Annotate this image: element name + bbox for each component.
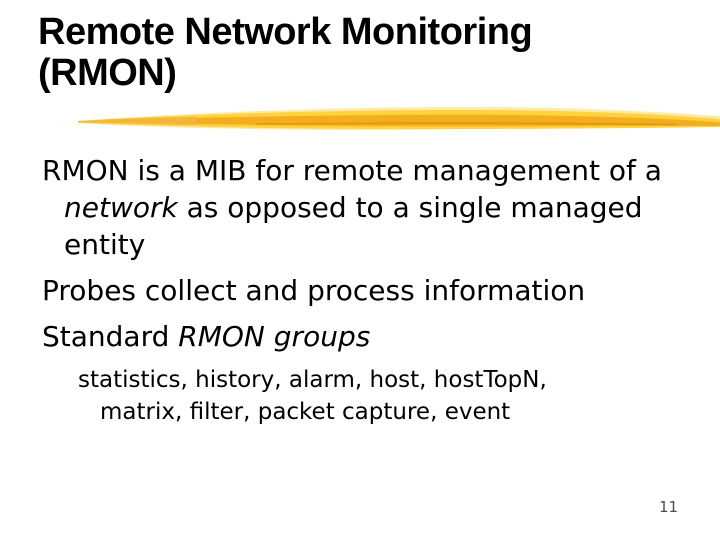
bullet-standard-groups-lead: Standard — [42, 320, 179, 353]
bullet-rmon-definition-line-1: RMON is a MIB for remote management of a — [42, 154, 662, 187]
bullet-standard-groups: Standard RMON groups — [0, 318, 720, 355]
sub-bullet-group-list-line-2: matrix, filter, packet capture, event — [100, 399, 511, 425]
brush-layer-dark-streak — [256, 122, 676, 126]
slide-title-line-1: Remote Network Monitoring — [38, 11, 533, 53]
sub-bullet-group-list: statistics, history, alarm, host, hostTo… — [0, 364, 720, 428]
italic-word-network: network — [64, 191, 178, 224]
italic-phrase-rmon-groups: RMON groups — [178, 320, 371, 353]
bullet-probes: Probes collect and process information — [0, 272, 720, 309]
sub-bullet-group-list-line-1: statistics, history, alarm, host, hostTo… — [78, 367, 547, 393]
bullet-probes-line: Probes collect and process information — [42, 274, 586, 307]
bullet-rmon-definition-line-3: entity — [64, 228, 146, 261]
page-number: 11 — [659, 498, 679, 516]
bullet-rmon-definition-line-2-rest: as opposed to a single managed — [177, 191, 643, 224]
brush-stroke-accent — [78, 106, 720, 130]
bullet-rmon-definition-line-2: network as opposed to a single managed — [64, 189, 720, 226]
slide-title-line-2: (RMON) — [38, 52, 177, 94]
bullet-standard-groups-line: Standard RMON groups — [42, 318, 720, 355]
slide-title: Remote Network Monitoring (RMON) — [38, 11, 533, 94]
slide-body: RMON is a MIB for remote management of a… — [0, 152, 720, 428]
brush-layer-tip — [78, 117, 196, 125]
bullet-rmon-definition: RMON is a MIB for remote management of a… — [0, 152, 720, 263]
